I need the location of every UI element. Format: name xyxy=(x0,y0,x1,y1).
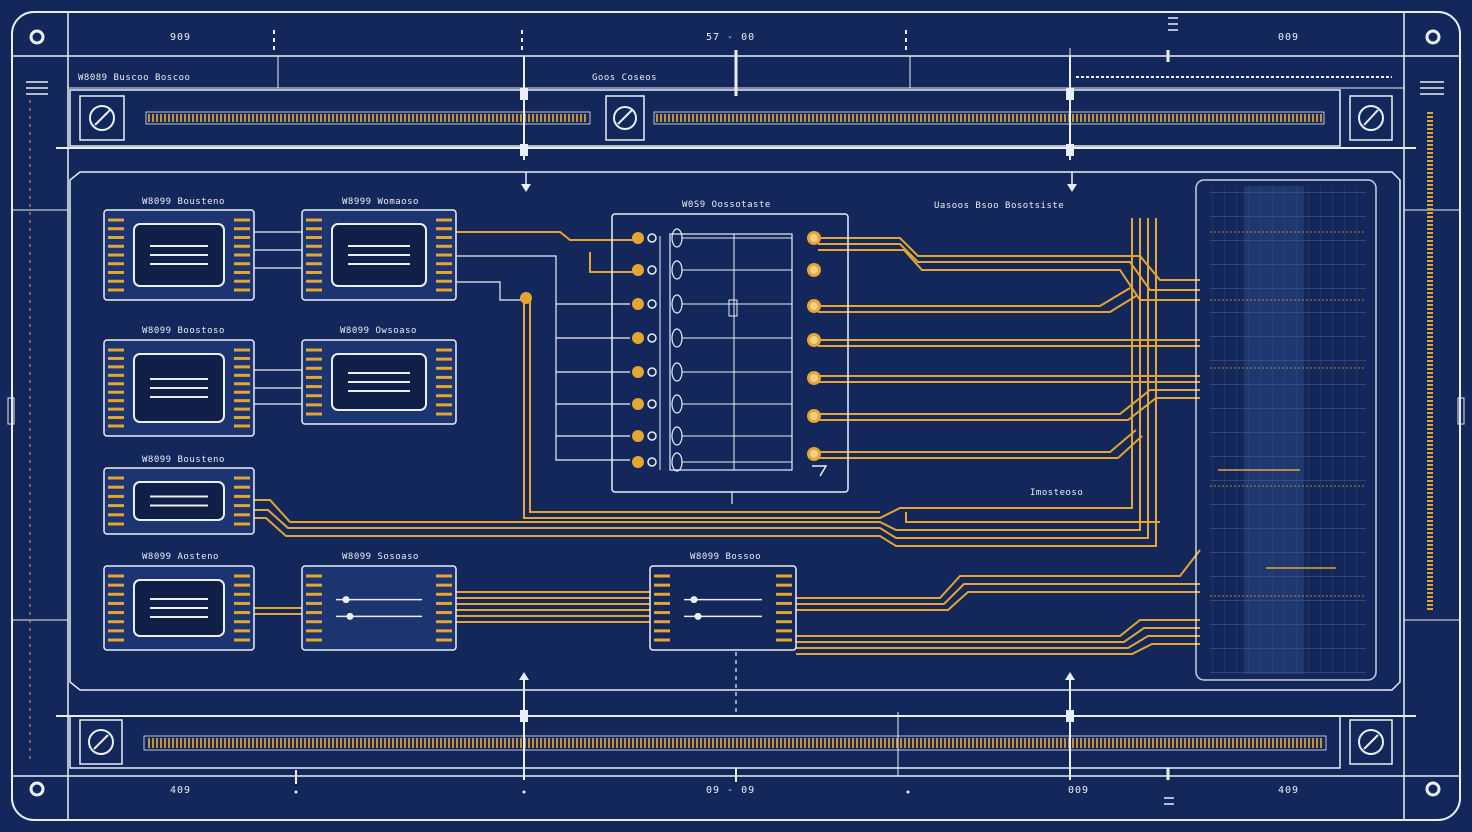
top-center-readout: 57 - 00 xyxy=(706,32,755,43)
pin-connector xyxy=(807,447,821,461)
module-label: W8999 Womaoso xyxy=(342,197,419,207)
top-right-readout: 009 xyxy=(1278,32,1299,43)
chip-module xyxy=(103,209,255,301)
chip-module xyxy=(103,339,255,437)
chip-module xyxy=(103,467,255,535)
module-label: W8099 Boostoso xyxy=(142,326,225,336)
disk-icon xyxy=(79,719,123,765)
arrow-down-icon xyxy=(521,172,1077,192)
pin-connector xyxy=(632,394,792,414)
bus-block xyxy=(611,213,849,493)
top-bus-strip xyxy=(56,56,1416,160)
bottom-right-readout-b: 409 xyxy=(1278,785,1299,796)
pin-connector xyxy=(807,299,821,313)
pin-connector xyxy=(632,426,792,446)
module-label: W8099 Sosoaso xyxy=(342,552,419,562)
pin-connector xyxy=(632,260,792,280)
junction-node xyxy=(520,292,532,304)
mid-block xyxy=(649,565,797,651)
pin-connector xyxy=(632,294,792,314)
output-label-top: Uasoos Bsoo Bosotsiste xyxy=(934,201,1064,211)
menu-icon[interactable] xyxy=(1420,81,1444,95)
output-label-bottom: Imosteoso xyxy=(1030,488,1083,498)
pin-connector xyxy=(807,263,821,277)
pin-connector xyxy=(807,409,821,423)
pin-connector xyxy=(807,333,821,347)
pin-connector xyxy=(632,452,792,472)
bottom-left-readout: 409 xyxy=(170,785,191,796)
bottom-center-readout: 09 - 09 xyxy=(706,785,755,796)
mid-block-label: W8099 Bossoo xyxy=(690,552,761,562)
bottom-bus-strip xyxy=(56,672,1416,805)
outer-frame xyxy=(7,11,1465,821)
signal-lines xyxy=(254,231,737,712)
pin-connector xyxy=(632,228,792,248)
bus-block-label: W0S9 Oossotaste xyxy=(682,200,771,210)
disk-icon xyxy=(1349,719,1393,765)
module-label: W8099 Owsoaso xyxy=(340,326,417,336)
chip-module xyxy=(301,565,457,651)
top-left-readout: 909 xyxy=(170,32,191,43)
disk-icon xyxy=(79,95,125,141)
output-display xyxy=(1195,179,1377,681)
pin-connector xyxy=(807,231,821,245)
disk-icon xyxy=(1349,95,1393,141)
module-label: W8099 Aosteno xyxy=(142,552,219,562)
pin-connector xyxy=(807,371,821,385)
corner-target-icon xyxy=(29,29,1441,797)
header-center-label: Goos Coseos xyxy=(592,73,657,83)
wiring-bundle xyxy=(254,218,1201,655)
disk-icon xyxy=(605,95,645,141)
chip-module xyxy=(301,339,457,425)
module-label: W8099 Bousteno xyxy=(142,197,225,207)
chip-module xyxy=(654,574,792,642)
chip-module xyxy=(301,209,457,301)
pin-connector xyxy=(632,362,792,382)
module-label: W8099 Bousteno xyxy=(142,455,225,465)
top-ruler xyxy=(68,17,1404,96)
chip-module xyxy=(103,565,255,651)
pin-connector xyxy=(632,328,792,348)
header-left-label: W8089 Buscoo Boscoo xyxy=(78,73,190,83)
bottom-right-readout-a: 009 xyxy=(1068,785,1089,796)
main-panel xyxy=(69,171,1401,691)
menu-icon[interactable] xyxy=(26,81,48,95)
